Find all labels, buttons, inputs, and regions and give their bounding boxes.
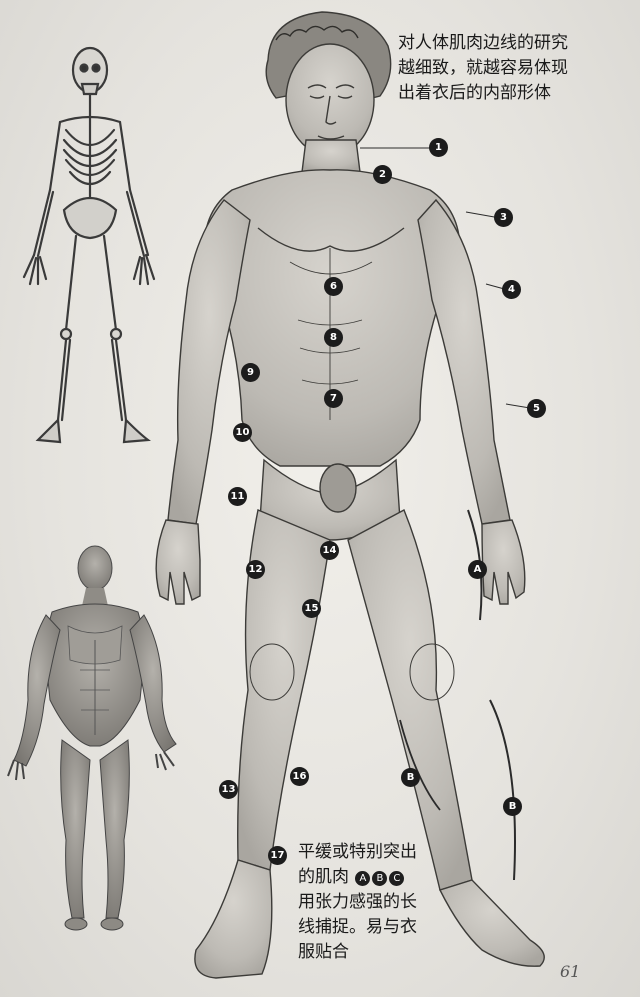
- marker-7: 7: [324, 389, 343, 408]
- marker-10: 10: [233, 423, 252, 442]
- letter-badge-c: C: [389, 871, 404, 886]
- caption-bottom-line2: 的肌肉: [298, 867, 349, 887]
- marker-16: 16: [290, 767, 309, 786]
- marker-b-inner: B: [401, 768, 420, 787]
- marker-b-outer: B: [503, 797, 522, 816]
- marker-15: 15: [302, 599, 321, 618]
- marker-4: 4: [502, 280, 521, 299]
- page-number: 61: [560, 962, 580, 981]
- marker-9: 9: [241, 363, 260, 382]
- caption-bottom-rest: 用张力感强的长 线捕捉。易与衣 服贴合: [298, 892, 417, 962]
- letter-badge-b: B: [372, 871, 387, 886]
- main-figure: [156, 12, 544, 978]
- marker-a: A: [468, 560, 487, 579]
- marker-8: 8: [324, 328, 343, 347]
- muscle-figure: [8, 546, 176, 930]
- marker-1: 1: [429, 138, 448, 157]
- marker-17: 17: [268, 846, 287, 865]
- caption-top: 对人体肌肉边线的研究 越细致，就越容易体现 出着衣后的内部形体: [398, 31, 634, 106]
- skeleton-figure: [24, 48, 154, 442]
- marker-13: 13: [219, 780, 238, 799]
- marker-11: 11: [228, 487, 247, 506]
- marker-6: 6: [324, 277, 343, 296]
- marker-3: 3: [494, 208, 513, 227]
- marker-14: 14: [320, 541, 339, 560]
- marker-12: 12: [246, 560, 265, 579]
- letter-badge-a: A: [355, 871, 370, 886]
- caption-bottom-line1: 平缓或特别突出: [298, 842, 417, 862]
- marker-5: 5: [527, 399, 546, 418]
- marker-2: 2: [373, 165, 392, 184]
